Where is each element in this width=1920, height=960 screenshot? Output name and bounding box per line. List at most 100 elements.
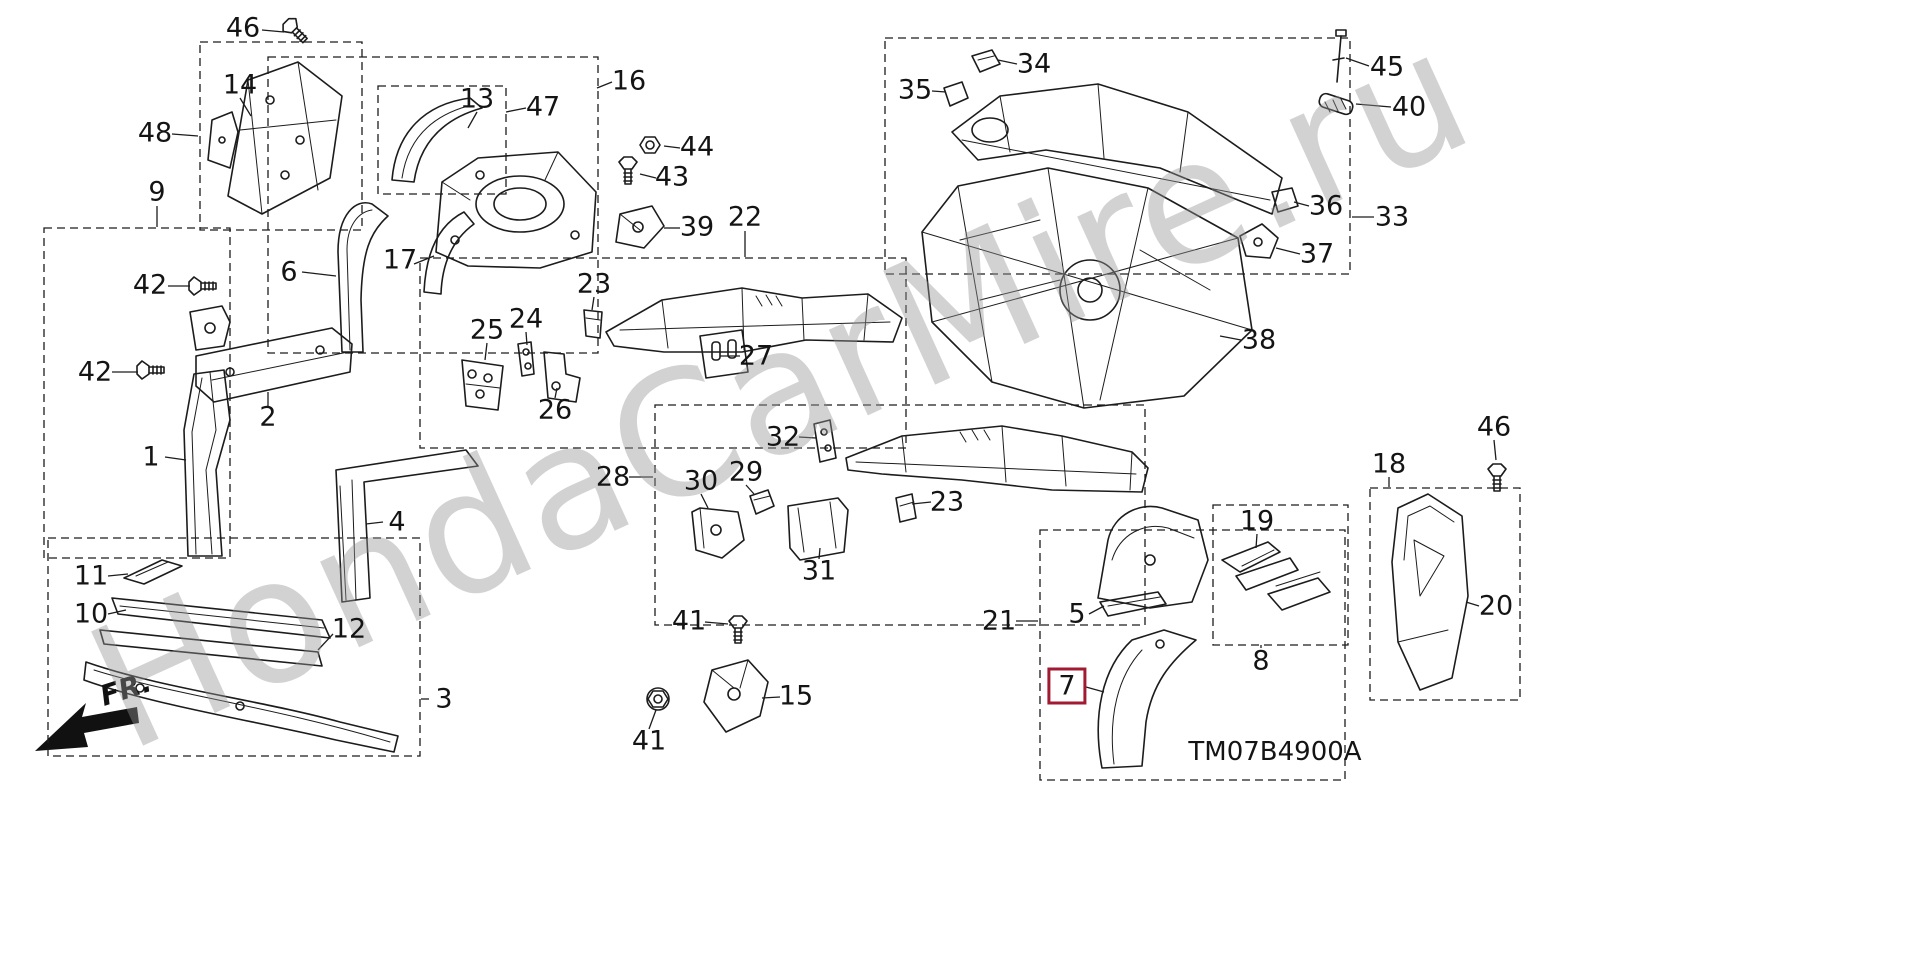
part-label-11[interactable]: 11 bbox=[73, 560, 109, 592]
part-sketch-25 bbox=[461, 359, 504, 411]
part-label-41[interactable]: 41 bbox=[671, 605, 707, 637]
part-label-37[interactable]: 37 bbox=[1299, 238, 1335, 270]
part-label-9[interactable]: 9 bbox=[148, 176, 166, 208]
part-label-13[interactable]: 13 bbox=[459, 83, 495, 115]
part-sketch-30 bbox=[691, 507, 745, 559]
group-box bbox=[1212, 504, 1349, 646]
part-label-46[interactable]: 46 bbox=[1476, 411, 1512, 443]
part-label-27[interactable]: 27 bbox=[738, 340, 774, 372]
part-sketch-39 bbox=[615, 205, 665, 249]
leader-line bbox=[639, 173, 657, 179]
part-sketch-9-bracket bbox=[189, 305, 231, 351]
leader-line bbox=[648, 709, 657, 730]
fr-arrow-icon bbox=[35, 703, 139, 751]
leader-line bbox=[413, 255, 435, 265]
part-label-34[interactable]: 34 bbox=[1016, 48, 1052, 80]
part-label-6[interactable]: 6 bbox=[280, 256, 298, 288]
part-label-16[interactable]: 16 bbox=[611, 65, 647, 97]
part-label-19[interactable]: 19 bbox=[1239, 505, 1275, 537]
pin-45-icon bbox=[1332, 29, 1347, 83]
leader-line bbox=[704, 621, 729, 625]
leader-line bbox=[317, 633, 334, 651]
part-sketch-19 bbox=[1221, 541, 1331, 611]
part-label-26[interactable]: 26 bbox=[537, 394, 573, 426]
part-label-23[interactable]: 23 bbox=[929, 486, 965, 518]
part-label-47[interactable]: 47 bbox=[525, 91, 561, 123]
part-label-15[interactable]: 15 bbox=[778, 680, 814, 712]
part-label-21[interactable]: 21 bbox=[981, 605, 1017, 637]
part-label-28[interactable]: 28 bbox=[595, 461, 631, 493]
part-label-14[interactable]: 14 bbox=[222, 69, 258, 101]
leader-line bbox=[700, 493, 709, 509]
leader-line bbox=[1255, 533, 1258, 549]
part-label-39[interactable]: 39 bbox=[679, 211, 715, 243]
part-label-18[interactable]: 18 bbox=[1371, 448, 1407, 480]
part-sketch-1 bbox=[183, 369, 231, 557]
part-label-45[interactable]: 45 bbox=[1369, 51, 1405, 83]
leader-line bbox=[931, 90, 947, 93]
part-label-3[interactable]: 3 bbox=[435, 683, 453, 715]
part-label-5[interactable]: 5 bbox=[1068, 598, 1086, 630]
part-sketch-2 bbox=[195, 327, 353, 403]
leader-line bbox=[1345, 57, 1370, 67]
group-box bbox=[199, 41, 363, 231]
leader-line bbox=[554, 387, 558, 399]
part-label-38[interactable]: 38 bbox=[1241, 324, 1277, 356]
part-label-36[interactable]: 36 bbox=[1308, 190, 1344, 222]
leader-line bbox=[997, 59, 1018, 65]
part-label-22[interactable]: 22 bbox=[727, 201, 763, 233]
part-label-35[interactable]: 35 bbox=[897, 74, 933, 106]
grommet-41-lower-icon bbox=[646, 687, 670, 711]
part-label-24[interactable]: 24 bbox=[508, 303, 544, 335]
part-label-12[interactable]: 12 bbox=[331, 613, 367, 645]
leader-line bbox=[798, 436, 817, 439]
leader-line bbox=[171, 133, 199, 137]
part-label-7[interactable]: 7 bbox=[1047, 667, 1087, 705]
leader-line bbox=[1355, 103, 1392, 108]
part-sketch-17 bbox=[423, 211, 475, 295]
group-box bbox=[884, 37, 1351, 275]
part-label-20[interactable]: 20 bbox=[1478, 590, 1514, 622]
part-label-30[interactable]: 30 bbox=[683, 465, 719, 497]
group-box bbox=[43, 227, 231, 559]
part-label-46[interactable]: 46 bbox=[225, 12, 261, 44]
part-label-25[interactable]: 25 bbox=[469, 314, 505, 346]
leader-line bbox=[467, 111, 478, 129]
part-sketch-4 bbox=[335, 449, 479, 603]
part-label-33[interactable]: 33 bbox=[1374, 201, 1410, 233]
leader-line bbox=[525, 331, 528, 346]
part-sketch-37 bbox=[1239, 223, 1279, 259]
part-sketch-18-20 bbox=[1391, 493, 1469, 691]
part-label-44[interactable]: 44 bbox=[679, 131, 715, 163]
part-label-42[interactable]: 42 bbox=[132, 269, 168, 301]
part-label-4[interactable]: 4 bbox=[388, 506, 406, 538]
part-label-1[interactable]: 1 bbox=[142, 441, 160, 473]
part-label-48[interactable]: 48 bbox=[137, 117, 173, 149]
part-label-43[interactable]: 43 bbox=[654, 161, 690, 193]
part-label-2[interactable]: 2 bbox=[259, 401, 277, 433]
part-label-17[interactable]: 17 bbox=[382, 244, 418, 276]
leader-line bbox=[301, 271, 337, 277]
part-label-42[interactable]: 42 bbox=[77, 356, 113, 388]
part-label-40[interactable]: 40 bbox=[1391, 91, 1427, 123]
part-label-41[interactable]: 41 bbox=[631, 725, 667, 757]
leader-line bbox=[1275, 247, 1301, 255]
seal-40-icon bbox=[1318, 92, 1354, 116]
part-label-29[interactable]: 29 bbox=[728, 456, 764, 488]
group-box bbox=[654, 404, 1146, 626]
part-label-23[interactable]: 23 bbox=[576, 268, 612, 300]
part-label-10[interactable]: 10 bbox=[73, 598, 109, 630]
part-sketch-27 bbox=[699, 329, 749, 379]
part-sketch-47 bbox=[435, 151, 597, 269]
leader-line bbox=[164, 456, 187, 461]
part-label-8[interactable]: 8 bbox=[1252, 645, 1270, 677]
leader-line bbox=[505, 107, 527, 113]
group-box bbox=[1039, 529, 1346, 781]
part-label-32[interactable]: 32 bbox=[765, 421, 801, 453]
part-sketch-22-rail bbox=[605, 287, 903, 353]
part-label-31[interactable]: 31 bbox=[801, 555, 837, 587]
part-sketch-3-apron bbox=[83, 661, 399, 753]
